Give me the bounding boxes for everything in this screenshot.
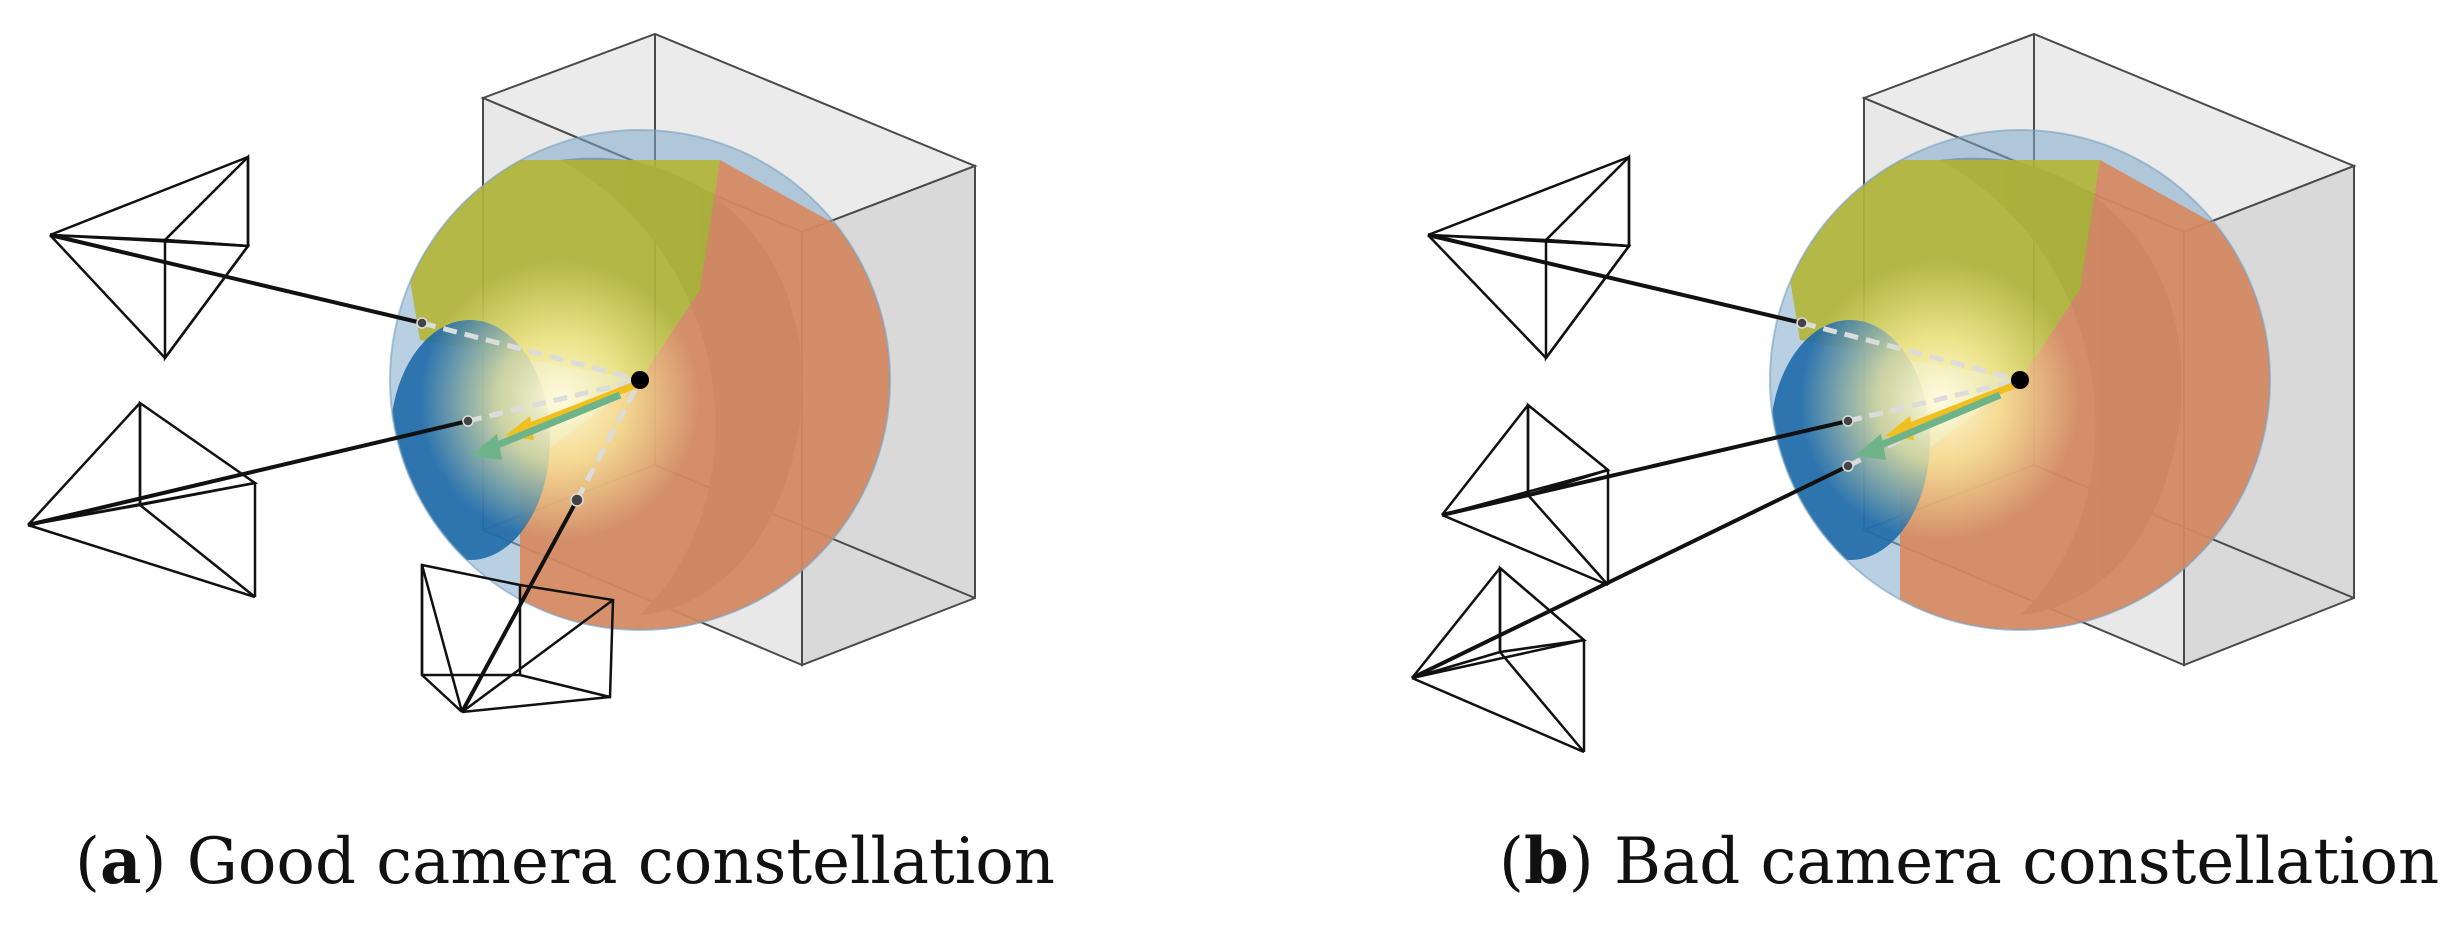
arrow-green-shaft [488,391,622,452]
camera-1 [1427,153,1632,362]
caption-text-b: Bad camera constellation [1614,825,2440,899]
caption-text-a: Good camera constellation [186,825,1055,899]
arrow-green-shaft [1872,391,2002,452]
scene-good-constellation [27,32,978,714]
arrow-green-head [470,434,502,460]
object-point [2011,371,2029,389]
scene-bad-constellation [1411,32,2357,754]
ray-entry-points [1796,317,1854,472]
camera-2 [1441,402,1611,587]
hidden-ray-segments [421,320,643,502]
direction-arrows [470,381,637,460]
panel-label-a: a [99,824,142,899]
caption-panel-b: (b) Bad camera constellation [1499,824,2440,899]
caption-panel-a: (a) Good camera constellation [75,824,1055,899]
panel-bad-constellation: (b) Bad camera constellation [1224,0,2447,939]
hemisphere-model [1769,129,2271,631]
panel-label-b: b [1523,824,1569,899]
camera-2 [27,400,259,599]
arrow-green-head [1854,434,1886,460]
ray-entry-points [416,317,584,507]
object-point [631,371,649,389]
camera-3 [420,563,615,714]
ray-camera-1 [1427,233,1803,325]
ray-camera-3 [1411,464,1849,680]
camera-3 [1411,565,1587,754]
camera-1 [49,153,251,362]
arrow-yellow-shaft [1898,381,2017,434]
panel-good-constellation: (a) Good camera constellation [0,0,1223,939]
ray-camera-1 [49,233,423,325]
sphere-outline [1769,129,2271,631]
ray-camera-2 [27,419,469,527]
arrow-yellow-shaft [518,381,637,434]
sphere-outline [389,129,891,631]
direction-arrows [1854,381,2017,460]
